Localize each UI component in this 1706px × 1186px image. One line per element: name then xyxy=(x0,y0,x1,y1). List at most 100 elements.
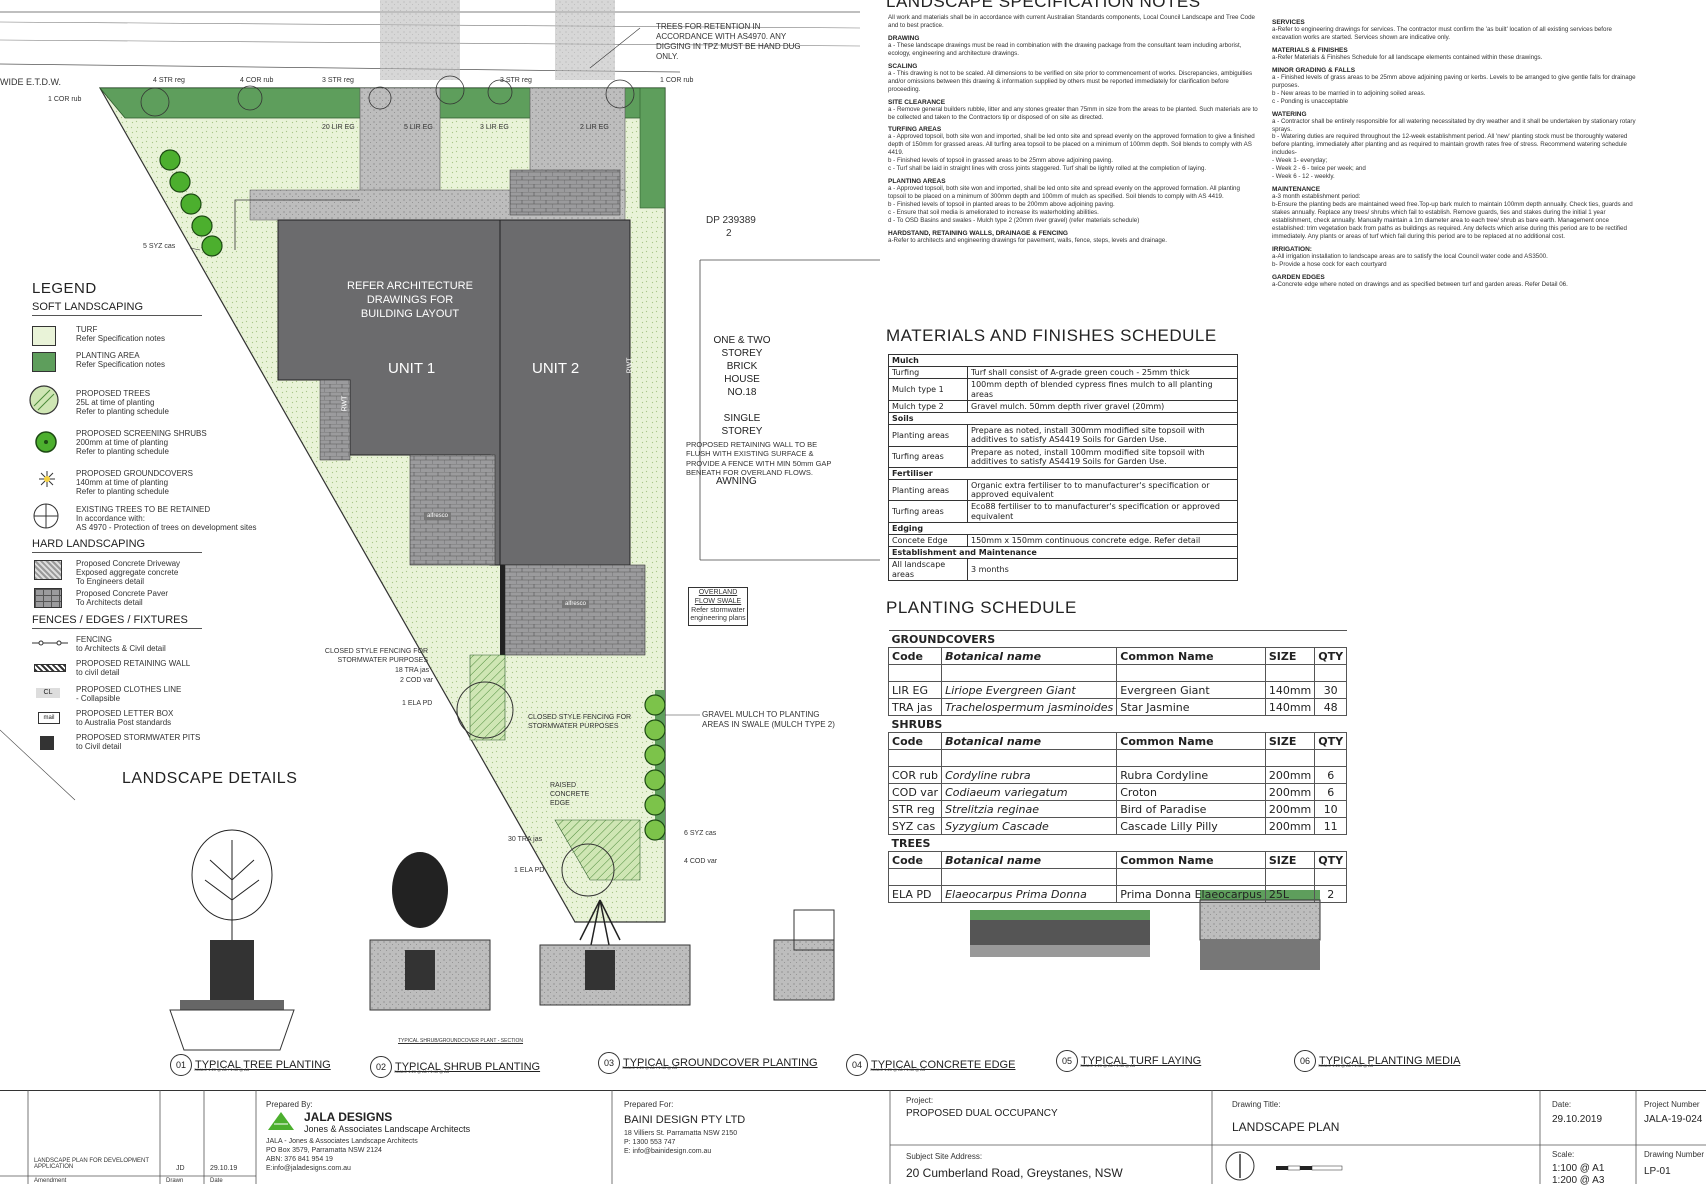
planting-cell: Liriope Evergreen Giant xyxy=(941,681,1118,699)
date-label: Date: xyxy=(1552,1100,1572,1109)
planting-cell: 2 xyxy=(1314,885,1348,903)
planting-header: Botanical name xyxy=(941,851,1118,869)
detail-06-scale: SCALE 1:20 @ A1 / 1:40 @ A3 xyxy=(1318,1063,1374,1068)
materials-key: Concete Edge xyxy=(888,533,968,548)
planting-cell: Rubra Cordyline xyxy=(1116,766,1266,784)
label-lir-eg-2: 2 LIR EG xyxy=(580,124,609,131)
detail-05: 05 TYPICAL TURF LAYING xyxy=(1056,1050,1201,1072)
legend-driveway-swatch xyxy=(34,560,62,580)
detail-01-title: TYPICAL TREE PLANTING xyxy=(195,1059,331,1071)
planting-cell: 48 xyxy=(1314,698,1348,716)
planting-cell: Prima Donna Elaeocarpus xyxy=(1116,885,1266,903)
detail-02-num: 02 xyxy=(370,1056,392,1078)
planting-cell: 140mm xyxy=(1264,698,1316,716)
gravel-mulch-note: GRAVEL MULCH TO PLANTING AREAS IN SWALE … xyxy=(702,710,835,729)
materials-value: Organic extra fertiliser to to manufactu… xyxy=(967,479,1238,502)
detail-04-title: TYPICAL CONCRETE EDGE xyxy=(871,1059,1016,1071)
detail-04-num: 04 xyxy=(846,1054,868,1076)
overland-flow-note: OVERLAND FLOW SWALE Refer stormwater eng… xyxy=(688,587,748,626)
planting-spacer xyxy=(1314,664,1348,682)
planting-cell: 25L xyxy=(1264,885,1316,903)
spec-body: a - Contractor shall be entirely respons… xyxy=(1272,117,1636,181)
materials-key: Planting areas xyxy=(888,424,968,447)
legend-fences-heading: FENCES / EDGES / FIXTURES xyxy=(32,614,202,629)
legend-hard-heading: HARD LANDSCAPING xyxy=(32,538,202,553)
materials-value: Prepare as noted, install 300mm modified… xyxy=(967,424,1238,447)
spec-body: a - Finished levels of grass areas to be… xyxy=(1272,73,1636,105)
spec-heading: MAINTENANCE xyxy=(1272,186,1321,194)
planting-cell: Codiaeum variegatum xyxy=(941,783,1118,801)
label-ela-pd-1a: 1 ELA PD xyxy=(402,700,433,707)
materials-row: Fertiliser xyxy=(888,466,1238,481)
planting-cell: 10 xyxy=(1314,800,1348,818)
planting-header: Common Name xyxy=(1116,647,1266,665)
materials-value: 100mm depth of blended cypress fines mul… xyxy=(967,378,1238,401)
label-str-reg-3a: 3 STR reg xyxy=(322,77,354,84)
planting-spacer xyxy=(941,868,1118,886)
detail-01-scale: SCALE 1:20 @ A1 / 1:40 @ A3 xyxy=(194,1067,250,1072)
drawing-number: LP-01 xyxy=(1644,1166,1671,1177)
detail-03-scale: SCALE 1:20 @ A1 / 1:40 @ A3 xyxy=(622,1065,678,1070)
planting-cell: 140mm xyxy=(1264,681,1316,699)
detail-01-num: 01 xyxy=(170,1054,192,1076)
planting-cell: TRA jas xyxy=(887,698,943,716)
spec-heading: WATERING xyxy=(1272,110,1307,118)
materials-value: Eco88 fertiliser to to manufacturer's sp… xyxy=(967,500,1238,523)
detail-04-scale: SCALE 1:20 @ A1 / 1:40 @ A3 xyxy=(870,1067,926,1072)
legend-turf-swatch xyxy=(32,326,56,346)
refer-architecture-note: REFER ARCHITECTURE DRAWINGS FOR BUILDING… xyxy=(347,280,473,320)
legend: LEGEND SOFT LANDSCAPING xyxy=(32,280,202,316)
legend-clothes-line: PROPOSED CLOTHES LINE- Collapsible xyxy=(76,685,182,703)
spec-heading: TURFING AREAS xyxy=(888,126,942,134)
spec-left-column: All work and materials shall be in accor… xyxy=(888,14,1258,245)
legend-shrub-icon xyxy=(35,431,57,453)
detail-02: 02 TYPICAL SHRUB PLANTING xyxy=(370,1056,540,1078)
client-line3: E: info@bainidesign.com.au xyxy=(624,1148,712,1155)
raised-edge-note: RAISED CONCRETE EDGE xyxy=(550,782,590,807)
label-wide-etdw: WIDE E.T.D.W. xyxy=(0,77,62,87)
materials-key: Turfing areas xyxy=(888,445,968,468)
materials-section: Mulch xyxy=(888,353,1238,368)
materials-key: Turfing xyxy=(888,366,968,380)
planting-cell: COD var xyxy=(887,783,943,801)
planting-cell: ELA PD xyxy=(887,885,943,903)
materials-section: Soils xyxy=(888,411,1238,426)
spec-heading: PLANTING AREAS xyxy=(888,178,946,186)
issue-description: LANDSCAPE PLAN FOR DEVELOPMENT APPLICATI… xyxy=(34,1158,149,1170)
alfresco-unit2: alfresco xyxy=(562,600,590,608)
planting-cell: Cordyline rubra xyxy=(941,766,1118,784)
date-heading: Date xyxy=(210,1178,223,1184)
rwt-unit1: RWT xyxy=(341,395,349,412)
jala-logo-icon xyxy=(268,1112,294,1130)
address-heading: Subject Site Address: xyxy=(906,1152,983,1161)
site-plan xyxy=(0,0,880,923)
planting-cell: 200mm xyxy=(1264,800,1316,818)
alfresco-unit1: alfresco xyxy=(424,512,452,520)
spec-heading: GARDEN EDGES xyxy=(1272,273,1325,281)
detail-02-title: TYPICAL SHRUB PLANTING xyxy=(395,1061,541,1073)
planting-cell: STR reg xyxy=(887,800,943,818)
materials-key: All landscape areas xyxy=(888,558,968,581)
materials-row: Soils xyxy=(888,411,1238,426)
rwt-unit2: RWT xyxy=(626,357,634,374)
planting-cell: Star Jasmine xyxy=(1116,698,1266,716)
planting-group: GROUNDCOVERS xyxy=(888,630,1347,648)
label-lir-eg-3: 3 LIR EG xyxy=(480,124,509,131)
label-dp-num: 2 xyxy=(726,228,732,239)
planting-spacer xyxy=(1116,664,1266,682)
